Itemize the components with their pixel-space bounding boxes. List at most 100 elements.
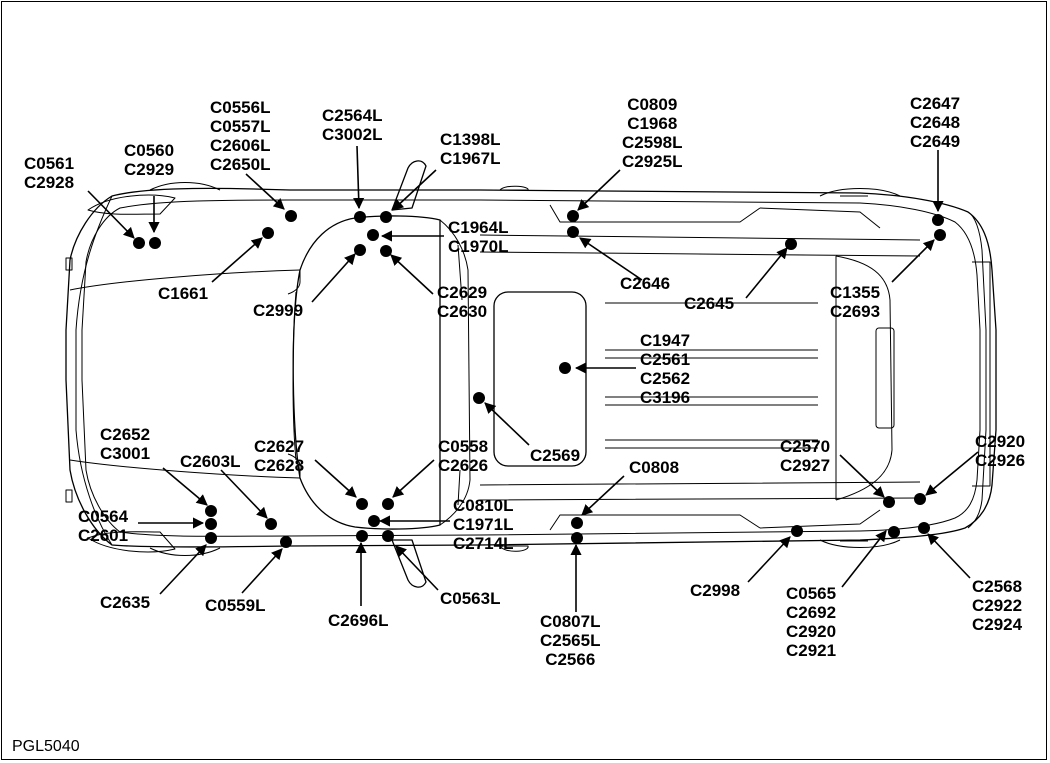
connector-code: C2570 bbox=[780, 437, 831, 456]
connector-code: C2569 bbox=[530, 446, 581, 465]
connector-code: C2564L bbox=[322, 106, 383, 125]
callout-c2645: C2645 bbox=[684, 294, 734, 313]
connector-dot bbox=[932, 214, 944, 226]
connector-code: C2714L bbox=[453, 534, 514, 553]
connector-dot bbox=[567, 226, 579, 238]
connector-code: C0558 bbox=[438, 437, 489, 456]
connector-dot bbox=[382, 530, 394, 542]
connector-code: C2693 bbox=[830, 302, 881, 321]
connector-code: C2565L bbox=[540, 631, 601, 650]
left-mirror-icon bbox=[391, 160, 427, 211]
connector-code: C2648 bbox=[910, 113, 961, 132]
callout-c2998: C2998 bbox=[690, 581, 740, 600]
connector-code: C2646 bbox=[620, 274, 671, 293]
connector-dot bbox=[785, 238, 797, 250]
connector-dot bbox=[382, 498, 394, 510]
connector-dot bbox=[354, 244, 366, 256]
connector-code: C2692 bbox=[786, 603, 837, 622]
connector-code: C2927 bbox=[780, 456, 831, 475]
connector-dot bbox=[280, 536, 292, 548]
body-outline-icon bbox=[65, 187, 997, 548]
connector-code: C2635 bbox=[100, 593, 151, 612]
connector-code: C2652 bbox=[100, 425, 151, 444]
connector-code: C2649 bbox=[910, 132, 961, 151]
connector-code: C2921 bbox=[786, 641, 837, 660]
connector-code: C1970L bbox=[448, 237, 509, 256]
connector-dots bbox=[133, 210, 946, 548]
sunroof-icon bbox=[493, 291, 587, 467]
connector-dot bbox=[205, 505, 217, 517]
connector-code: C2628 bbox=[254, 456, 305, 475]
connector-code: C2929 bbox=[124, 160, 175, 179]
right-mirror-icon bbox=[391, 539, 427, 588]
connector-dot bbox=[354, 211, 366, 223]
callout-c2603l: C2603L bbox=[180, 452, 240, 471]
connector-code: C2922 bbox=[972, 596, 1023, 615]
connector-code: C2650L bbox=[210, 155, 271, 174]
connector-code: C0559L bbox=[205, 596, 266, 615]
connector-code: C0563L bbox=[440, 589, 501, 608]
connector-dot bbox=[285, 210, 297, 222]
connector-dot bbox=[205, 518, 217, 530]
callout-c0559l: C0559L bbox=[205, 596, 265, 615]
connector-code: C1355 bbox=[830, 283, 881, 302]
callout-c0563l: C0563L bbox=[440, 589, 500, 608]
connector-code: C0809 bbox=[627, 95, 678, 114]
connector-code: C0560 bbox=[124, 141, 175, 160]
connector-code: C2647 bbox=[910, 94, 961, 113]
connector-code: C2926 bbox=[975, 451, 1026, 470]
connector-code: C0561 bbox=[24, 154, 75, 173]
connector-code: C2630 bbox=[437, 302, 488, 321]
connector-code: C1968 bbox=[627, 114, 678, 133]
connector-code: C0564 bbox=[78, 507, 129, 526]
connector-code: C1967L bbox=[440, 149, 501, 168]
connector-code: C2920 bbox=[786, 622, 837, 641]
connector-code: C2627 bbox=[254, 437, 305, 456]
connector-dot bbox=[356, 530, 368, 542]
connector-code: C2561 bbox=[640, 350, 691, 369]
connector-dot bbox=[571, 532, 583, 544]
connector-dot bbox=[559, 362, 571, 374]
connector-dot bbox=[888, 526, 900, 538]
connector-code: C2598L bbox=[622, 133, 683, 152]
connector-code: C2606L bbox=[210, 136, 271, 155]
connector-code: C1661 bbox=[158, 284, 209, 303]
windscreen-icon bbox=[292, 215, 441, 530]
connector-code: C2566 bbox=[545, 650, 596, 669]
connector-dot bbox=[473, 392, 485, 404]
connector-code: C3196 bbox=[640, 388, 691, 407]
connector-dot bbox=[380, 245, 392, 257]
connector-code: C2626 bbox=[438, 456, 489, 475]
connector-code: C2920 bbox=[975, 432, 1026, 451]
callout-c2569: C2569 bbox=[530, 446, 580, 465]
connector-code: C3002L bbox=[322, 125, 383, 144]
connector-code: C1398L bbox=[440, 130, 501, 149]
connector-dot bbox=[380, 211, 392, 223]
connector-code: C1971L bbox=[453, 515, 514, 534]
callout-c1661: C1661 bbox=[158, 284, 208, 303]
connector-dot bbox=[914, 493, 926, 505]
connector-code: C2562 bbox=[640, 369, 691, 388]
connector-dot bbox=[883, 496, 895, 508]
connector-code: C2998 bbox=[690, 581, 741, 600]
leader-lines bbox=[87, 145, 979, 612]
connector-code: C0565 bbox=[786, 584, 837, 603]
callout-c0808: C0808 bbox=[629, 458, 679, 477]
connector-dot bbox=[571, 517, 583, 529]
connector-dot bbox=[205, 532, 217, 544]
